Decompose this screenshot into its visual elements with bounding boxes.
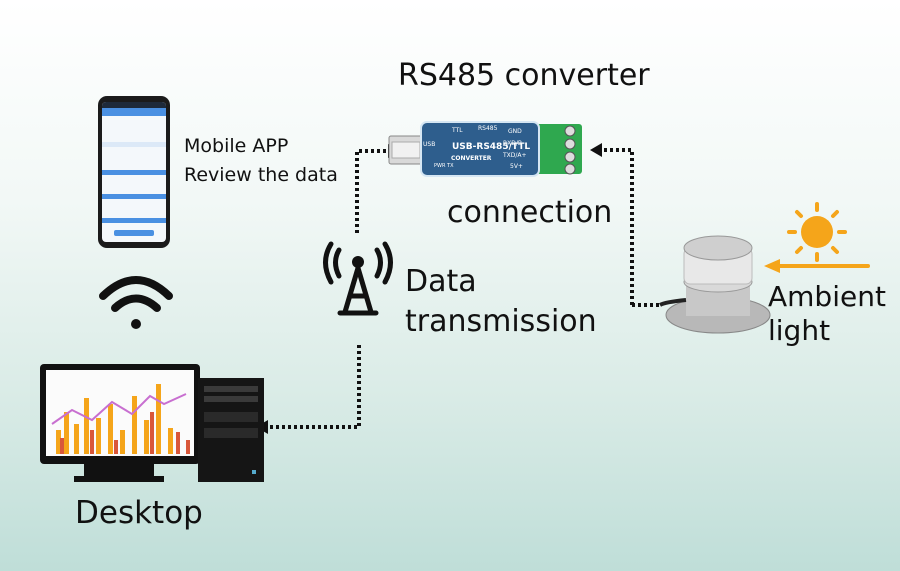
converter-main-text: USB-RS485/TTL [452, 142, 531, 152]
mobile-app-label-line2: Review the data [184, 164, 338, 186]
phone-row [102, 170, 166, 175]
converter-usb-tag: USB [423, 141, 436, 148]
converter-pin-5v: 5V+ [510, 163, 523, 170]
phone-icon [98, 96, 170, 248]
phone-status-bar [102, 102, 166, 108]
data-transmission-label: Data transmission [405, 262, 597, 342]
converter-pin-rxd: RXD/B- [503, 140, 525, 147]
light-sensor-icon [658, 235, 771, 334]
ambient-light-line1: Ambient [768, 280, 886, 313]
phone-row [102, 142, 166, 147]
antenna-icon [323, 241, 393, 316]
terminal-block [536, 124, 582, 175]
sun-icon [776, 202, 870, 268]
wifi-icon [99, 276, 173, 329]
connection-label: connection [447, 195, 613, 230]
dotted-lines [268, 148, 660, 429]
phone-screen [102, 102, 166, 242]
usb-plug-icon [388, 135, 424, 165]
converter-pin-gnd: GND [508, 128, 522, 135]
converter-ttl-tag: TTL [452, 127, 463, 134]
light-arrow-icon [764, 259, 780, 273]
converter-power-tag: PWR TX [434, 163, 454, 169]
desktop-label: Desktop [75, 495, 203, 531]
converter-pin-txd: TXD/A+ [503, 152, 527, 159]
mobile-app-label-line1: Mobile APP [184, 135, 289, 157]
arrow-to-converter [590, 143, 602, 157]
phone-row [102, 194, 166, 199]
data-transmission-line1: Data [405, 264, 477, 299]
ambient-light-label: Ambient light [768, 280, 886, 348]
phone-app-header [102, 108, 166, 116]
line-sensor-to-converter [602, 148, 634, 305]
ambient-light-line2: light [768, 314, 831, 347]
converter-rs485-tag: RS485 [478, 125, 498, 132]
line-antenna-to-usb [355, 149, 388, 233]
converter-sub-text: CONVERTER [451, 155, 492, 162]
usb-converter-icon [420, 121, 540, 177]
mobile-app-label: Mobile APP Review the data [184, 132, 338, 190]
phone-button [114, 230, 154, 236]
phone-row [102, 218, 166, 223]
desktop-computer-icon [40, 364, 264, 482]
line-antenna-to-desktop [268, 345, 361, 429]
data-transmission-line2: transmission [405, 304, 597, 339]
page-title: RS485 converter [398, 58, 650, 93]
